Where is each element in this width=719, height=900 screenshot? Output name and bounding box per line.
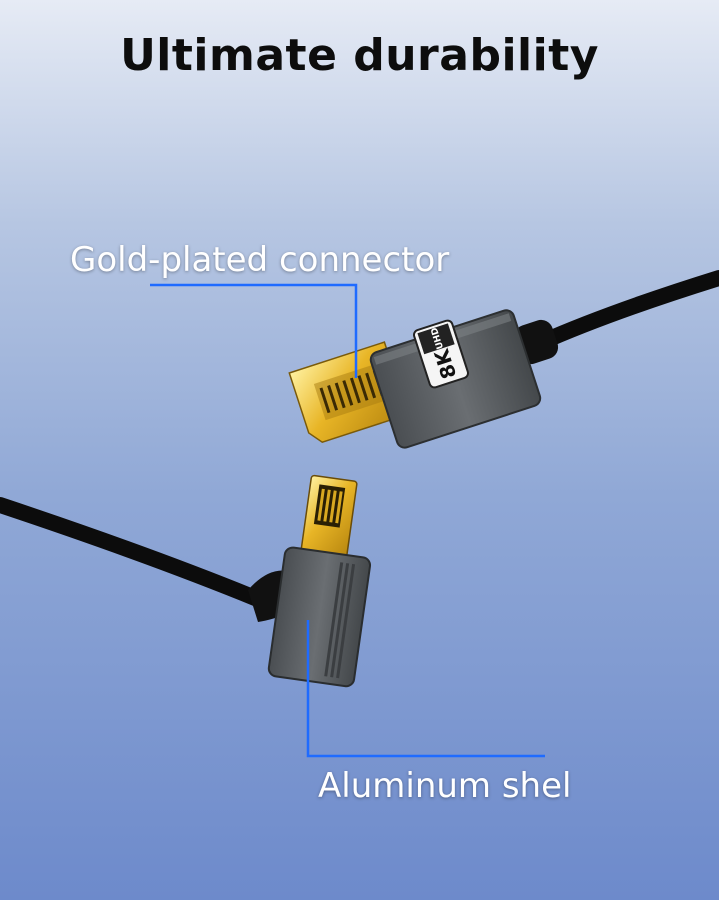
- hdmi-cable: [532, 270, 719, 351]
- 8k-uhd-badge: 8K UHD: [413, 319, 469, 389]
- top-leader-line: [150, 283, 358, 378]
- gold-connector-label: Gold-plated connector: [70, 240, 450, 280]
- micro-gold-plug: [300, 474, 358, 560]
- aluminum-shell-label: Aluminum shel: [318, 766, 572, 806]
- bottom-leader-line: [306, 620, 545, 758]
- page-title: Ultimate durability: [120, 30, 599, 81]
- micro-hdmi-cable: [0, 497, 268, 608]
- micro-aluminum-shell: [267, 546, 372, 688]
